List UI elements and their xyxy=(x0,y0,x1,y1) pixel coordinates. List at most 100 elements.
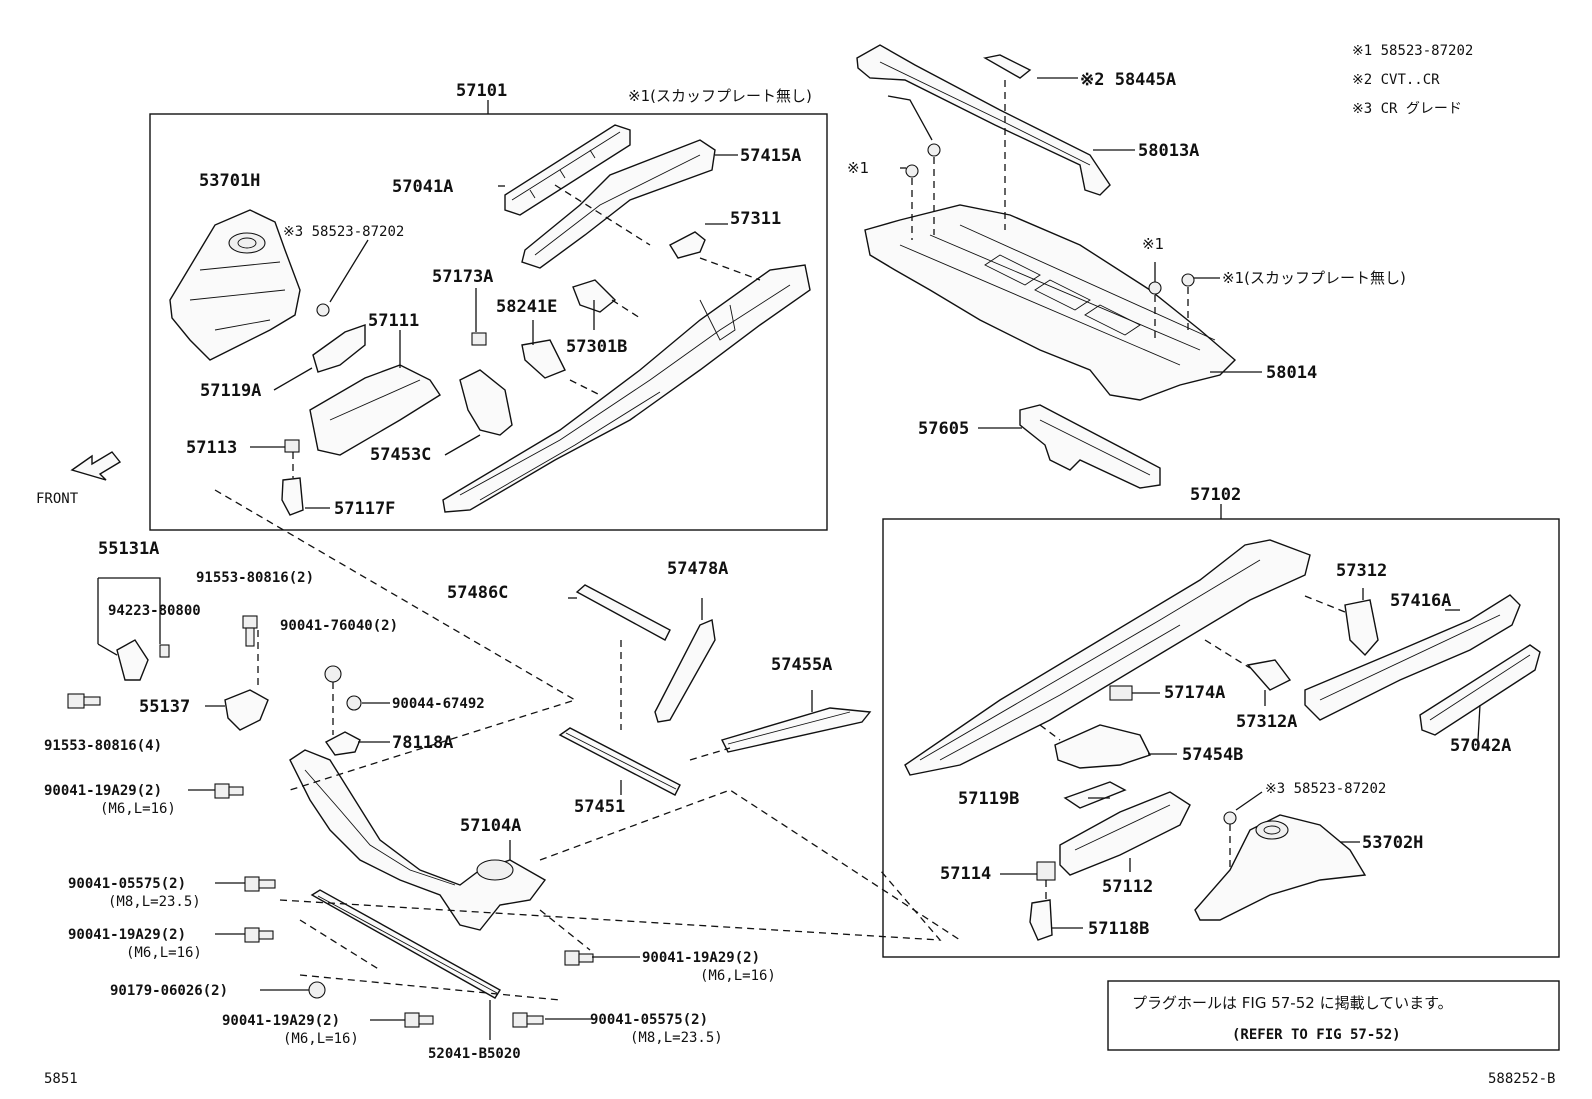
clip-note1-left-icon xyxy=(905,164,919,178)
note-2: ※2 CVT..CR xyxy=(1352,72,1440,88)
label-90041-19A29-a-sub: (M6,L=16) xyxy=(100,801,176,817)
label-57301B: 57301B xyxy=(566,337,627,357)
part-55131A-shape xyxy=(116,639,149,681)
label-90041-19A29-c: 90041-19A29(2) xyxy=(222,1013,340,1029)
nut-90041-76040-icon xyxy=(324,665,342,683)
part-57173A-shape xyxy=(471,332,487,346)
label-58523-b: ※3 58523-87202 xyxy=(1265,781,1386,797)
label-78118A: 78118A xyxy=(392,733,453,753)
bolt-90041-19A29-c-icon xyxy=(404,1012,434,1028)
label-58241E: 58241E xyxy=(496,297,557,317)
label-57114: 57114 xyxy=(940,864,991,884)
label-note1-left: ※1 xyxy=(847,159,869,177)
bolt-90041-19A29-b-icon xyxy=(244,927,274,943)
clip-note1-top-icon xyxy=(927,143,941,157)
label-58445A: ※2 58445A xyxy=(1080,70,1176,90)
label-57311: 57311 xyxy=(730,209,781,229)
part-57453C-shape xyxy=(459,369,513,436)
part-53702H-shape xyxy=(1194,814,1367,921)
label-91553-2: 91553-80816(2) xyxy=(196,570,314,586)
bolt-91553-2-icon xyxy=(242,615,258,647)
part-57102-rail-shape xyxy=(904,539,1311,776)
bolt-90041-19A29-d-icon xyxy=(564,950,594,966)
label-90041-76040: 90041-76040(2) xyxy=(280,618,398,634)
label-90041-05575-a-sub: (M8,L=23.5) xyxy=(108,894,201,910)
part-57174A-shape xyxy=(1109,685,1133,701)
front-label: FRONT xyxy=(36,491,79,507)
label-57041A: 57041A xyxy=(392,177,453,197)
label-note1-right: ※1(スカッフプレート無し) xyxy=(1222,269,1406,287)
part-57041A-shape xyxy=(504,124,631,216)
label-90044: 90044-67492 xyxy=(392,696,485,712)
label-note1-mid: ※1 xyxy=(1142,235,1164,253)
nut-90179-icon xyxy=(308,981,326,999)
part-78118A-shape xyxy=(324,731,361,756)
label-94223: 94223-80800 xyxy=(108,603,201,619)
part-57301B-shape xyxy=(572,279,617,313)
bolt-90041-05575-b-icon xyxy=(512,1012,544,1028)
label-90041-19A29-d: 90041-19A29(2) xyxy=(642,950,760,966)
label-90179: 90179-06026(2) xyxy=(110,983,228,999)
part-57455A-shape xyxy=(721,707,872,753)
bolt-90041-19A29-a-icon xyxy=(214,783,244,799)
label-57111: 57111 xyxy=(368,311,419,331)
label-90041-19A29-a: 90041-19A29(2) xyxy=(44,783,162,799)
label-57415A: 57415A xyxy=(740,146,801,166)
clip-58523-b-icon xyxy=(1223,811,1237,825)
label-55137: 55137 xyxy=(139,697,190,717)
part-57042A-shape xyxy=(1419,644,1541,736)
label-53702H: 53702H xyxy=(1362,833,1423,853)
label-55131A: 55131A xyxy=(98,539,159,559)
clip-94223-icon xyxy=(159,644,170,658)
part-57312-shape xyxy=(1344,599,1379,657)
label-57455A: 57455A xyxy=(771,655,832,675)
note-3: ※3 CR グレード xyxy=(1352,101,1462,117)
part-57118B-shape xyxy=(1029,899,1053,941)
part-57119B-shape xyxy=(1063,781,1127,809)
label-57312A: 57312A xyxy=(1236,712,1297,732)
label-57042A: 57042A xyxy=(1450,736,1511,756)
label-91553-4: 91553-80816(4) xyxy=(44,738,162,754)
label-90041-19A29-b: 90041-19A29(2) xyxy=(68,927,186,943)
label-58523-a: ※3 58523-87202 xyxy=(283,224,404,240)
part-57486C-shape xyxy=(575,584,671,641)
part-55137-shape xyxy=(224,689,269,731)
label-57478A: 57478A xyxy=(667,559,728,579)
label-57486C: 57486C xyxy=(447,583,508,603)
label-90041-05575-b-sub: (M8,L=23.5) xyxy=(630,1030,723,1046)
label-57454B: 57454B xyxy=(1182,745,1243,765)
label-57416A: 57416A xyxy=(1390,591,1451,611)
label-57119B: 57119B xyxy=(958,789,1019,809)
label-57312: 57312 xyxy=(1336,561,1387,581)
front-arrow-icon xyxy=(70,451,122,481)
label-90041-19A29-d-sub: (M6,L=16) xyxy=(700,968,776,984)
clip-note1-mid-icon xyxy=(1148,281,1162,295)
label-90041-05575-b: 90041-05575(2) xyxy=(590,1012,708,1028)
label-90041-19A29-b-sub: (M6,L=16) xyxy=(126,945,202,961)
part-57101-rail-shape xyxy=(442,264,811,513)
label-57101: 57101 xyxy=(456,81,507,101)
bolt-91553-4-icon xyxy=(67,693,101,709)
part-57119A-shape xyxy=(312,324,366,373)
label-57118B: 57118B xyxy=(1088,919,1149,939)
part-57104A-shape xyxy=(289,749,547,931)
clip-90044-icon xyxy=(346,695,362,711)
part-58241E-shape xyxy=(521,339,566,379)
label-53701H: 53701H xyxy=(199,171,260,191)
label-57112: 57112 xyxy=(1102,877,1153,897)
part-57111-shape xyxy=(309,364,441,456)
part-53701H-shape xyxy=(169,209,301,361)
label-57173A: 57173A xyxy=(432,267,493,287)
refer-box xyxy=(1107,980,1560,1051)
part-58014-shape xyxy=(864,204,1237,401)
label-58013A: 58013A xyxy=(1138,141,1199,161)
part-57312A-shape xyxy=(1246,659,1292,691)
label-57119A: 57119A xyxy=(200,381,261,401)
label-57117F: 57117F xyxy=(334,499,395,519)
refer-box-line1: プラグホールは FIG 57-52 に掲載しています。 xyxy=(1132,994,1453,1012)
bolt-90041-05575-a-icon xyxy=(244,876,276,892)
footer-right: 588252-B xyxy=(1488,1071,1555,1087)
part-57415A-shape xyxy=(521,139,716,269)
label-57605: 57605 xyxy=(918,419,969,439)
part-52041-shape xyxy=(310,889,501,999)
